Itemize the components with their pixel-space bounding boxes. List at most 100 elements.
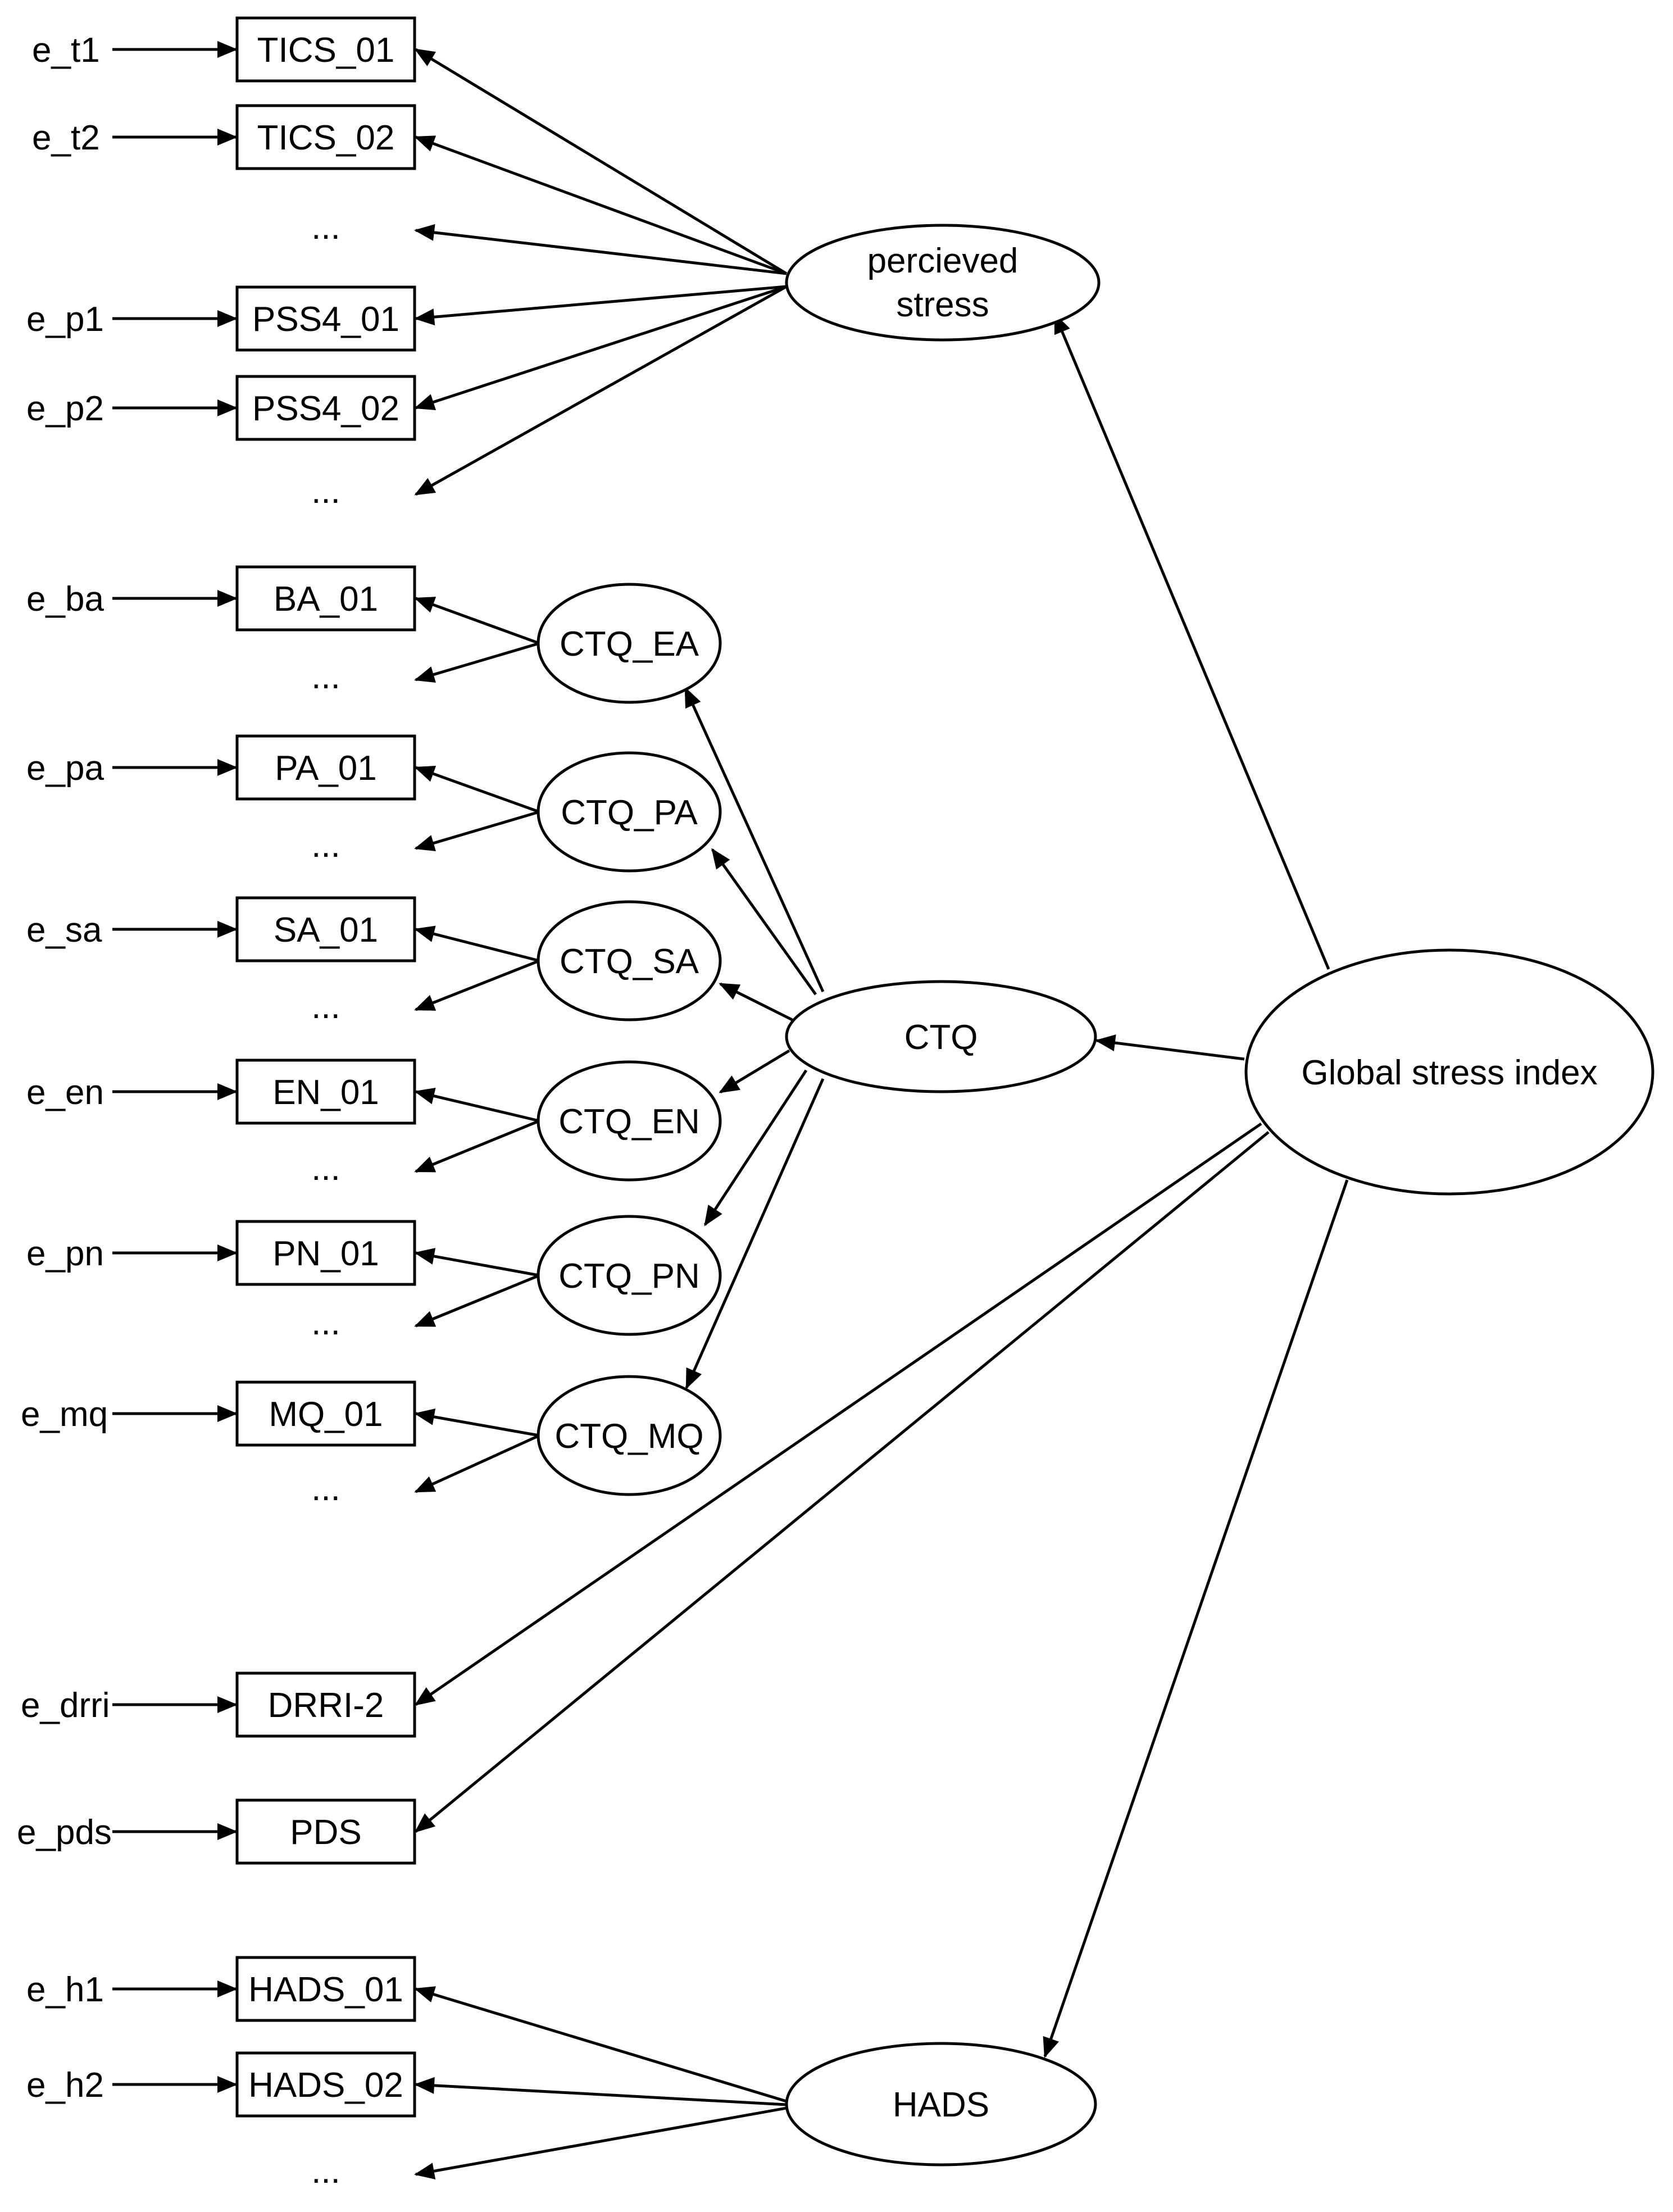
latent-variables: percieved stress CTQ_EA CTQ_PA CTQ_SA CT… [537,224,1654,2166]
loading-ellipsis-2 [414,285,788,496]
latent-label-hads: HADS [893,2086,989,2124]
path-global-drri [414,1122,1262,1706]
latent-hads: HADS [785,2042,1097,2166]
latent-perceived-stress: percieved stress [785,224,1101,342]
latent-ctq: CTQ [785,980,1097,1093]
box-label-mq01: MQ_01 [269,1395,383,1434]
box-drri: DRRI-2 [235,1672,416,1738]
box-pss01: PSS4_01 [235,285,416,352]
loading-pn-ellipsis [414,1274,540,1328]
box-label-pss02: PSS4_02 [252,389,399,428]
perceived-stress-loadings [414,48,788,496]
latent-label-perceived-line2: stress [896,285,989,324]
box-label-en01: EN_01 [272,1073,379,1112]
box-hads01: HADS_01 [235,1956,416,2022]
box-label-sa01: SA_01 [274,911,378,950]
box-label-tics02: TICS_02 [257,119,395,157]
box-label-pn01: PN_01 [272,1234,379,1273]
loading-ellipsis-1 [414,224,787,275]
loading-ba-ellipsis [414,642,540,683]
error-arrows [112,41,238,2093]
error-label-et1: e_t1 [32,31,100,70]
global-paths [414,313,1349,2058]
ellipsis-sa: ... [311,987,340,1026]
box-sa01: SA_01 [235,896,416,962]
box-pn01: PN_01 [235,1220,416,1286]
loading-hads-ellipsis [414,2106,787,2179]
ellipsis-mq: ... [311,1469,340,1508]
indicator-boxes: TICS_01 TICS_02 PSS4_01 PSS4_02 BA_01 PA… [235,16,416,2118]
error-label-eh2: e_h2 [26,2066,104,2105]
error-label-edrri: e_drri [21,1686,110,1725]
latent-ctq-sa: CTQ_SA [537,900,722,1021]
path-global-hads [1043,1179,1349,2058]
box-label-hads01: HADS_01 [248,1970,403,2009]
latent-ctq-en: CTQ_EN [537,1060,722,1182]
ellipsis-markers: ... ... ... ... ... ... ... ... ... [311,208,340,2191]
box-tics02: TICS_02 [235,104,416,170]
error-label-epds: e_pds [17,1813,112,1852]
latent-label-global: Global stress index [1301,1053,1597,1092]
ctq-to-subscales [684,687,825,1389]
ellipsis-hads: ... [311,2152,340,2191]
ellipsis-perceived-2: ... [311,472,340,511]
error-label-ep2: e_p2 [26,389,104,428]
path-global-perceived [1053,313,1330,970]
latent-ctq-mq: CTQ_MQ [537,1375,722,1496]
box-tics01: TICS_01 [235,16,416,83]
path-global-ctq [1095,1034,1245,1061]
box-pa01: PA_01 [235,734,416,801]
latent-ctq-pn: CTQ_PN [537,1215,722,1336]
box-en01: EN_01 [235,1059,416,1125]
box-label-pds: PDS [290,1813,361,1852]
loading-ba01 [414,597,540,645]
error-label-eba: e_ba [26,580,104,619]
loading-hads02 [414,2077,787,2106]
error-label-epa: e_pa [26,749,104,788]
error-label-een: e_en [26,1073,104,1112]
error-label-et2: e_t2 [32,119,100,157]
box-hads02: HADS_02 [235,2051,416,2118]
path-ctq-mq [685,1078,825,1389]
box-label-tics01: TICS_01 [257,31,395,70]
path-ctq-pa [711,848,817,996]
error-label-emq: e_mq [21,1395,108,1434]
hads-loadings [414,1986,787,2179]
latent-label-ctq-mq: CTQ_MQ [554,1417,703,1456]
path-ctq-en [719,1049,790,1094]
path-ctq-sa [719,982,799,1024]
loading-mq01 [414,1408,540,1437]
ellipsis-pa: ... [311,826,340,865]
box-pds: PDS [235,1798,416,1865]
error-label-esa: e_sa [26,911,102,950]
latent-global-stress-index: Global stress index [1244,948,1654,1196]
latent-ctq-pa: CTQ_PA [537,751,722,873]
path-global-pds [414,1131,1270,1833]
box-label-pa01: PA_01 [275,749,377,788]
loading-pss02 [414,285,787,410]
box-label-pss01: PSS4_01 [252,300,399,339]
loading-sa-ellipsis [414,959,540,1011]
loading-pn01 [414,1248,540,1277]
loading-tics01 [414,48,788,275]
loading-en-ellipsis [414,1119,540,1173]
loading-mq-ellipsis [414,1434,540,1493]
error-label-ep1: e_p1 [26,300,104,339]
error-label-epn: e_pn [26,1234,104,1273]
path-ctq-ea [684,687,825,993]
loading-pa01 [414,766,540,814]
latent-label-ctq-pn: CTQ_PN [558,1257,699,1296]
ellipsis-en: ... [311,1149,340,1188]
error-labels: e_t1 e_t2 e_p1 e_p2 e_ba e_pa e_sa e_en … [17,31,112,2105]
error-label-eh1: e_h1 [26,1970,104,2009]
latent-label-ctq-ea: CTQ_EA [560,625,699,664]
ellipsis-pn: ... [311,1303,340,1342]
path-ctq-pn [703,1069,808,1227]
box-pss02: PSS4_02 [235,375,416,441]
loading-hads01 [414,1986,787,2103]
latent-label-ctq-en: CTQ_EN [558,1102,699,1141]
box-ba01: BA_01 [235,565,416,632]
latent-label-perceived-line1: percieved [867,242,1019,280]
loading-pa-ellipsis [414,810,540,852]
